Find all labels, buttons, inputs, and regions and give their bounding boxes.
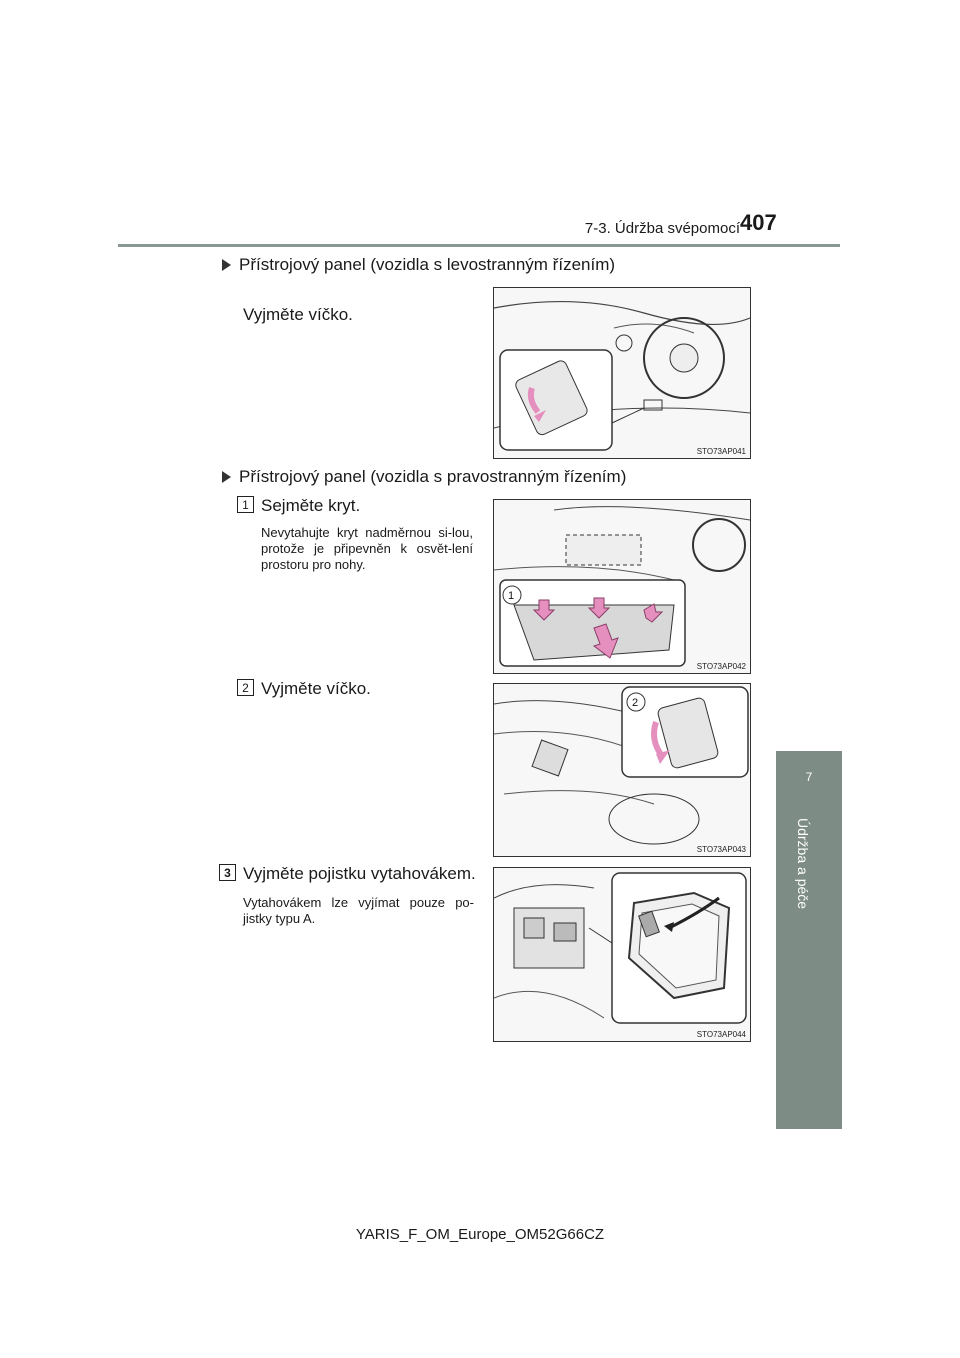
figure-rhd-lid: 2 STO73AP043 (493, 683, 751, 857)
step-number-1: 1 (237, 496, 254, 513)
bullet-triangle-icon (222, 471, 231, 483)
figure-fuse-puller: STO73AP044 (493, 867, 751, 1042)
step-text-1: Sejměte kryt. (261, 496, 361, 515)
chapter-tab (776, 751, 842, 811)
section-heading-lhd: Přístrojový panel (vozidla s levostranný… (222, 255, 615, 275)
rhd-cover-illustration: 1 (494, 506, 750, 667)
figure-code: STO73AP042 (696, 662, 746, 671)
chapter-title: Údržba a péče (795, 818, 811, 910)
page-number: 407 (740, 210, 777, 235)
section-heading-rhd: Přístrojový panel (vozidla s pravostrann… (222, 467, 626, 487)
step-number-3: 3 (219, 864, 236, 881)
section-title: 7-3. Údržba svépomocí (584, 220, 740, 237)
figure-code: STO73AP043 (696, 845, 746, 854)
fuse-puller-illustration (494, 872, 747, 1024)
step-text-lhd: Vyjměte víčko. (243, 305, 353, 324)
lhd-dashboard-illustration (494, 301, 750, 451)
chapter-tab-bar (776, 811, 842, 1129)
step-note-1: Nevytahujte kryt nadměrnou si-lou, proto… (261, 525, 473, 572)
step-number-2: 2 (237, 679, 254, 696)
step-text-2: Vyjměte víčko. (261, 679, 371, 698)
header-divider (118, 244, 840, 247)
figure-callout-1: 1 (508, 590, 514, 602)
bullet-triangle-icon (222, 259, 231, 271)
chapter-number: 7 (805, 770, 813, 784)
figure-callout-2: 2 (632, 697, 638, 709)
figure-lhd-dashboard: STO73AP041 (493, 287, 751, 459)
figure-code: STO73AP044 (696, 1030, 746, 1039)
figure-code: STO73AP041 (696, 447, 746, 456)
figure-rhd-cover: 1 STO73AP042 (493, 499, 751, 674)
step-text-3: Vyjměte pojistku vytahovákem. (243, 864, 476, 883)
step-note-3: Vytahovákem lze vyjímat pouze po-jistky … (243, 895, 474, 926)
rhd-lid-illustration: 2 (494, 686, 749, 845)
document-footer: YARIS_F_OM_Europe_OM52G66CZ (355, 1226, 605, 1243)
